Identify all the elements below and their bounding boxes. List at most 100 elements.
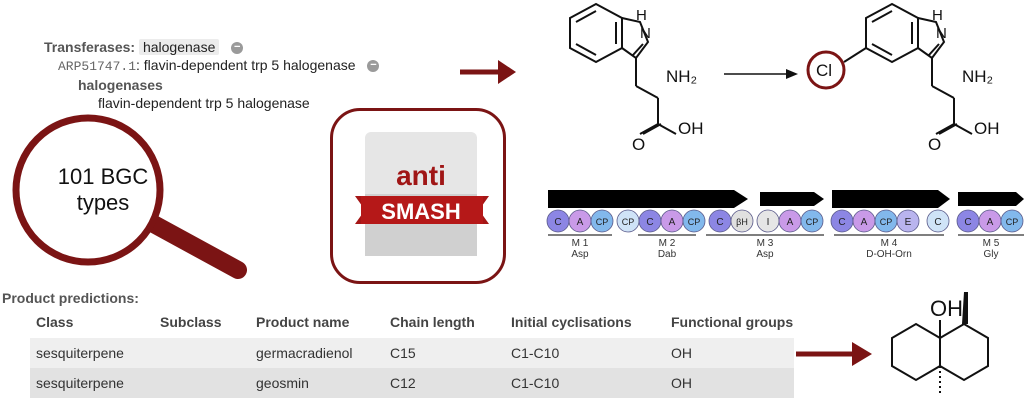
collapse-icon[interactable]: − [231,42,244,55]
domain-a-circle[interactable]: A [978,209,1002,233]
domain-label: βH [736,217,748,227]
domain-label: CP [596,217,609,227]
domain-label: A [787,217,794,228]
bgc-count-line2: types [76,190,130,215]
prediction-arrow [796,342,872,366]
domain-cp-circle[interactable]: CP [590,209,614,233]
domain-i-circle[interactable]: I [756,209,780,233]
antismash-logo-frame [330,108,506,284]
domain-a-circle[interactable]: A [568,209,592,233]
logo-anti-text: anti [396,160,446,191]
domain-label: CP [1006,217,1019,227]
domain-c-circle[interactable]: C [708,209,732,233]
module-name: M 4 [881,238,898,249]
bgc-count-line1: 101 BGC [57,164,149,189]
domain-cp-circle[interactable]: CP [874,209,898,233]
group-description: flavin-dependent trp 5 halogenase [98,95,310,111]
substrate-o: O [632,135,645,154]
accession-row: ARP51747.1: flavin-dependent trp 5 halog… [44,56,380,76]
domain-label: A [577,217,584,228]
domain-cp-circle[interactable]: CP [800,209,824,233]
domain-e-circle[interactable]: E [896,209,920,233]
module-substrate: Gly [984,249,999,260]
domain-label: CP [622,217,635,227]
product-o: O [928,135,941,154]
substrate-n: N [640,25,651,42]
domain-label: C [646,217,653,228]
table-header-row: Class Subclass Product name Chain length… [30,306,794,338]
gene-arrow[interactable]: H16_B1683 [958,192,1024,206]
domain-c-circle[interactable]: C [830,209,854,233]
table-cell: geosmin [250,368,384,398]
domain-label: E [905,217,912,228]
domain-label: A [669,217,676,228]
domain-c-circle[interactable]: C [926,209,950,233]
antismash-logo [355,132,489,256]
substrate-nh: H [636,7,647,24]
module-substrate: Asp [756,249,774,260]
substrate-nh2: NH₂ [666,67,697,86]
module-substrate: D-OH-Orn [866,249,912,260]
substrate-oh: OH [678,119,704,138]
gene-arrow[interactable]: H16_B1686 [760,192,824,206]
domain-cp-circle[interactable]: CP [682,209,706,233]
module-substrate: Dab [658,249,677,260]
transferase-row: Transferases: halogenase − [44,38,379,56]
table-cell [154,368,250,398]
domain-label: C [554,217,561,228]
table-cell: OH [665,368,794,398]
domain-label: C [716,217,723,228]
domain-c-circle[interactable]: C [638,209,662,233]
module-name: M 1 [572,238,589,249]
domain-c-circle[interactable]: C [956,209,980,233]
column-header: Subclass [160,314,222,330]
annotation-arrow [460,60,516,84]
table-cell: sesquiterpene [30,338,154,368]
domain-label: CP [688,217,701,227]
gene-arrow[interactable]: H16_B1685 [832,190,950,208]
geosmin-oh: OH [930,296,963,321]
column-header: Class [36,314,74,330]
column-header: Functional groups [671,314,794,330]
accession-id[interactable]: ARP51747.1 [58,59,137,74]
module-name: M 3 [757,238,774,249]
category-label: Transferases: [44,39,136,55]
table-cell: OH [665,338,794,368]
domain-label: I [767,217,770,228]
domain-h-circle[interactable]: βH [730,209,754,233]
table-cell: C1-C10 [505,368,665,398]
collapse-icon[interactable]: − [367,60,380,73]
domain-cp-circle[interactable]: CP [1000,209,1024,233]
category-value[interactable]: halogenase [138,39,220,55]
nrps-module-diagram: H16_B1687 H16_B1686 H16_B1685 H16_B1683 … [546,190,1024,260]
product-cl: Cl [816,61,832,80]
product-nh2: NH₂ [962,67,993,86]
product-n: N [936,25,947,42]
column-header: Initial cyclisations [511,314,632,330]
table-cell: germacradienol [250,338,384,368]
product-predictions-table: Class Subclass Product name Chain length… [30,306,794,398]
gene-label: H16_B1683 [959,195,1013,206]
bgc-count: 101 BGC types [38,164,168,216]
module-name: M 5 [983,238,1000,249]
domain-cp-circle[interactable]: CP [616,209,640,233]
table-row: sesquiterpene germacradienol C15 C1-C10 … [30,338,794,368]
table-cell: C15 [384,338,505,368]
domain-label: CP [806,217,819,227]
domain-a-circle[interactable]: A [852,209,876,233]
module-name: M 2 [659,238,676,249]
geosmin-structure: OH [891,292,989,396]
domain-a-circle[interactable]: A [778,209,802,233]
domain-c-circle[interactable]: C [546,209,570,233]
gene-label: H16_B1685 [861,196,915,207]
table-cell: sesquiterpene [30,368,154,398]
table-cell: C1-C10 [505,338,665,368]
domain-a-circle[interactable]: A [660,209,684,233]
domain-label: A [987,217,994,228]
gene-arrow[interactable]: H16_B1687 [548,190,748,208]
accession-description: : flavin-dependent trp 5 halogenase [136,57,356,73]
domain-label: A [861,217,868,228]
group-label: halogenases [78,77,163,93]
annotation-block: Transferases: halogenase − ARP51747.1: f… [44,38,380,112]
magnifier-icon [12,114,247,279]
